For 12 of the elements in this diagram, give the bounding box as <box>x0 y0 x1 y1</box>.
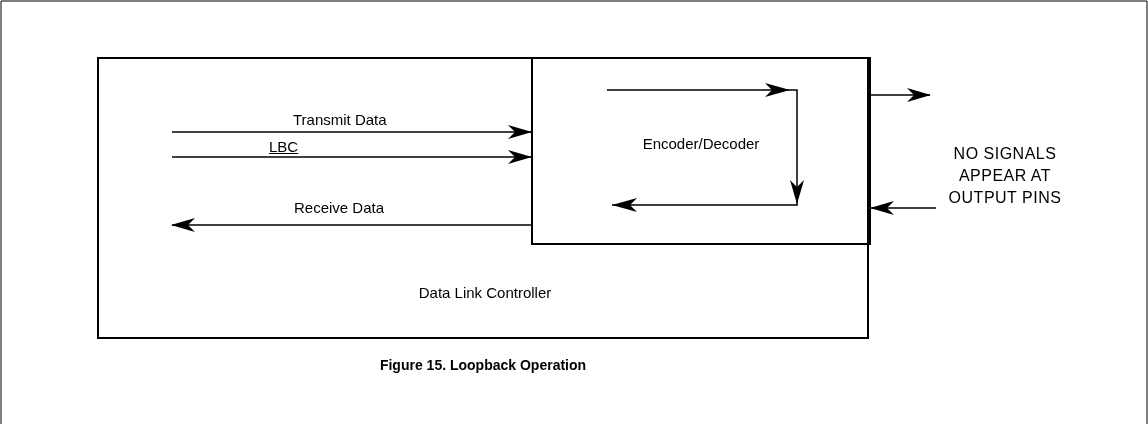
block-box <box>531 57 871 245</box>
figure-caption: Figure 15. Loopback Operation <box>378 357 588 373</box>
arrow <box>870 88 931 102</box>
arrow <box>171 150 532 164</box>
edge-label: Transmit Data <box>292 111 388 128</box>
arrow <box>870 201 937 215</box>
edge-label: Receive Data <box>293 199 386 216</box>
note-text: NO SIGNALS APPEAR AT OUTPUT PINS <box>947 144 1063 208</box>
arrow <box>171 218 532 232</box>
arrow <box>171 125 532 139</box>
block-label: Encoder/Decoder <box>641 135 761 152</box>
block-label: Data Link Controller <box>417 284 553 301</box>
